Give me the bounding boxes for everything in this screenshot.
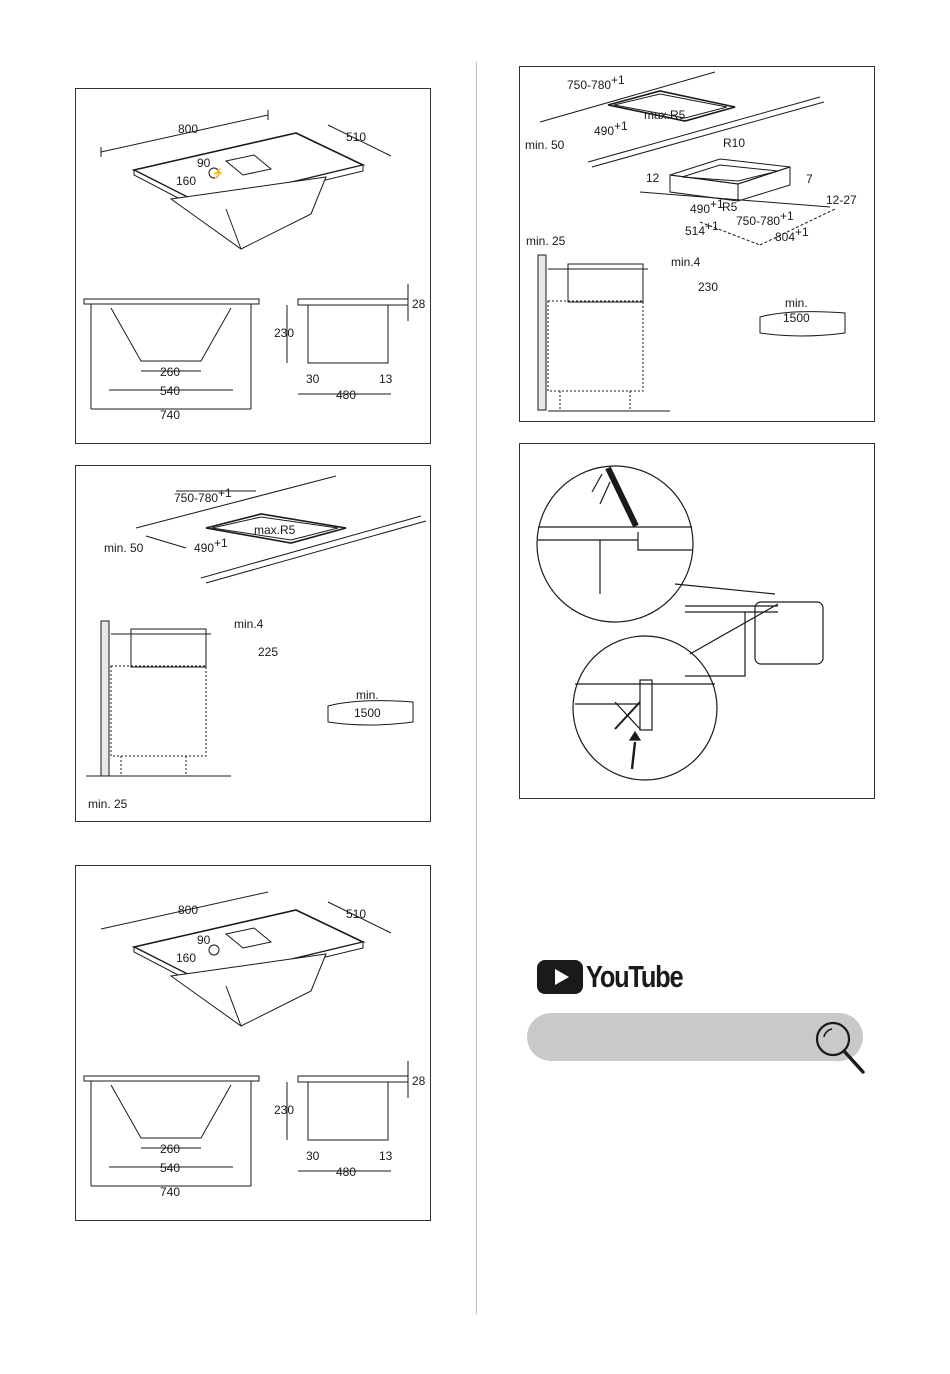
cut-radius: max.R5 xyxy=(254,523,296,537)
dim-260: 260 xyxy=(160,1142,180,1156)
hob-dimensions-drawing-2: 800 510 90 160 260 540 740 28 230 30 13 … xyxy=(76,866,432,1222)
gap-min: min.4 xyxy=(234,617,264,631)
dim-90: 90 xyxy=(197,156,211,170)
dim-30: 30 xyxy=(306,1149,320,1163)
panel-installation-1: 750-780+1 490+1 max.R5 min. 50 min.4 225… xyxy=(75,465,431,822)
cut-width: 750-780+1 xyxy=(174,486,232,505)
dim-230: 230 xyxy=(274,326,294,340)
sealing-drawing xyxy=(520,444,876,800)
gap-min: min.4 xyxy=(671,255,701,269)
cut-depth: 490+1 xyxy=(194,536,228,555)
cable-length: 1500 xyxy=(783,311,810,325)
dim-540: 540 xyxy=(160,384,180,398)
dim-740: 740 xyxy=(160,1185,180,1199)
dim-7: 7 xyxy=(806,172,813,186)
dim-800: 800 xyxy=(178,903,198,917)
installation-drawing-1: 750-780+1 490+1 max.R5 min. 50 min.4 225… xyxy=(76,466,432,823)
cut-width: 750-780+1 xyxy=(567,73,625,92)
dim-260: 260 xyxy=(160,365,180,379)
wall-min: min. 25 xyxy=(88,797,128,811)
edge-min: min. 50 xyxy=(525,138,565,152)
installation-drawing-2: 750-780+1 max.R5 490+1 min. 50 R10 7 12 … xyxy=(520,67,876,423)
panel-hob-dimensions-1: 800 510 90 160 ⚡ 260 540 740 28 230 30 1… xyxy=(75,88,431,444)
play-icon xyxy=(537,960,583,994)
dim-510: 510 xyxy=(346,130,366,144)
dim-740: 740 xyxy=(160,408,180,422)
recess-width: 750-780+1 xyxy=(736,209,794,228)
radius-r5: R5 xyxy=(722,200,738,214)
dim-28: 28 xyxy=(412,297,426,311)
panel-hob-dimensions-2: 800 510 90 160 260 540 740 28 230 30 13 … xyxy=(75,865,431,1221)
power-icon: ⚡ xyxy=(211,167,225,180)
page-divider xyxy=(476,62,477,1314)
dim-480: 480 xyxy=(336,1165,356,1179)
radius-r10: R10 xyxy=(723,136,745,150)
panel-sealing xyxy=(519,443,875,799)
dim-230: 230 xyxy=(274,1103,294,1117)
dim-160: 160 xyxy=(176,951,196,965)
youtube-logo[interactable]: YouTube xyxy=(537,960,704,994)
height: 225 xyxy=(258,645,278,659)
cable-min: min. xyxy=(785,296,808,310)
dim-13: 13 xyxy=(379,372,393,386)
wall-min: min. 25 xyxy=(526,234,566,248)
edge-min: min. 50 xyxy=(104,541,144,555)
dim-510: 510 xyxy=(346,907,366,921)
cable-length: 1500 xyxy=(354,706,381,720)
height: 230 xyxy=(698,280,718,294)
search-bar[interactable] xyxy=(527,1013,863,1061)
dim-30: 30 xyxy=(306,372,320,386)
magnifier-icon[interactable] xyxy=(811,1017,871,1081)
outer-width: 804+1 xyxy=(775,225,809,244)
dim-12-27: 12-27 xyxy=(826,193,857,207)
dim-800: 800 xyxy=(178,122,198,136)
dim-160: 160 xyxy=(176,174,196,188)
dim-13: 13 xyxy=(379,1149,393,1163)
hob-dimensions-drawing-1: 800 510 90 160 ⚡ 260 540 740 28 230 30 1… xyxy=(76,89,432,445)
cable-min: min. xyxy=(356,688,379,702)
dim-480: 480 xyxy=(336,388,356,402)
dim-12: 12 xyxy=(646,171,660,185)
dim-28: 28 xyxy=(412,1074,426,1088)
dim-90: 90 xyxy=(197,933,211,947)
outer-depth: 514+1 xyxy=(685,219,719,238)
cut-depth: 490+1 xyxy=(594,119,628,138)
cut-radius: max.R5 xyxy=(644,108,686,122)
youtube-wordmark: YouTube xyxy=(586,959,682,995)
panel-installation-2: 750-780+1 max.R5 490+1 min. 50 R10 7 12 … xyxy=(519,66,875,422)
recess-depth: 490+1 xyxy=(690,197,724,216)
dim-540: 540 xyxy=(160,1161,180,1175)
